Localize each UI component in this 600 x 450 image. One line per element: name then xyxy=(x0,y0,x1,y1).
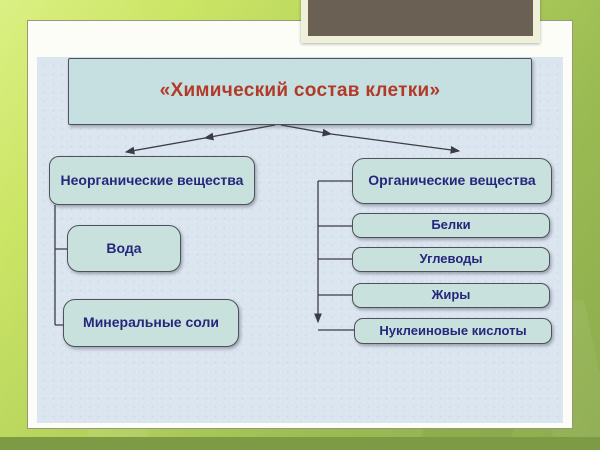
node-organic-substances: Органические вещества xyxy=(352,158,552,204)
node-fats: Жиры xyxy=(352,283,550,308)
photo-thumbnail xyxy=(301,0,540,43)
node-label: Углеводы xyxy=(419,251,483,267)
node-label: Минеральные соли xyxy=(83,314,219,331)
node-label: Нуклеиновые кислоты xyxy=(379,322,527,338)
node-label: Белки xyxy=(431,217,471,233)
node-label: Вода xyxy=(106,239,142,256)
node-carbohydrates: Углеводы xyxy=(352,247,550,272)
bottom-green-strip xyxy=(0,437,600,450)
node-water: Вода xyxy=(67,225,181,272)
node-label: Неорганические вещества xyxy=(60,171,244,188)
node-nucleic-acids: Нуклеиновые кислоты xyxy=(354,318,552,344)
title-box: «Химический состав клетки» xyxy=(68,58,532,125)
node-mineral-salts: Минеральные соли xyxy=(63,299,239,347)
node-inorganic-substances: Неорганические вещества xyxy=(49,156,255,205)
node-proteins: Белки xyxy=(352,213,550,238)
node-label: Жиры xyxy=(431,287,471,303)
node-label: Органические вещества xyxy=(368,172,536,189)
title-text: «Химический состав клетки» xyxy=(159,80,441,102)
